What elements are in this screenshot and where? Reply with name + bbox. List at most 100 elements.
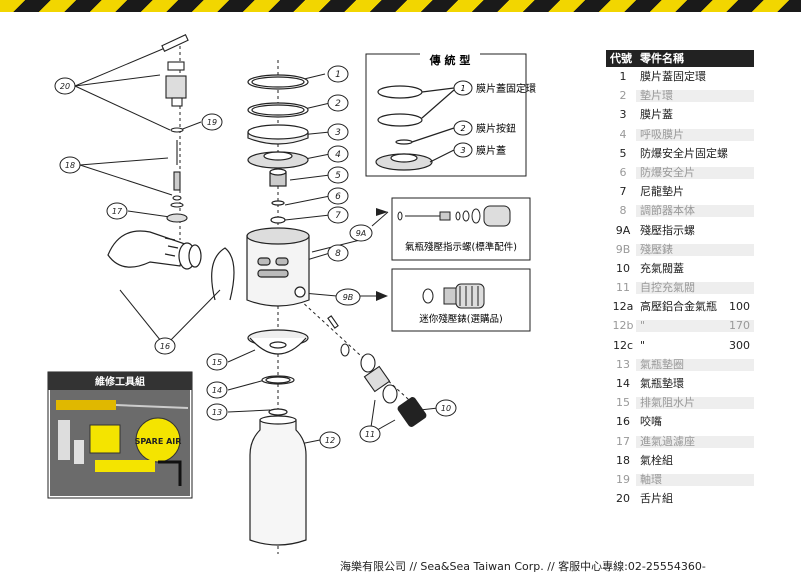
part-capacity: 100	[729, 300, 750, 314]
callout-2: 2	[335, 99, 341, 109]
part-name: 呼吸膜片	[640, 127, 684, 141]
part-number: 12c	[612, 338, 634, 352]
parts-list-header-code: 代號	[610, 52, 632, 65]
part-capacity: 300	[729, 338, 750, 352]
callout-9a: 9A	[356, 229, 367, 238]
callout-4: 4	[335, 150, 341, 160]
spare-air-logo: SPARE AIR	[135, 437, 182, 446]
standard-box-label: 氣瓶殘壓指示螺(標準配件)	[405, 241, 517, 253]
part-number: 19	[616, 472, 630, 486]
part-number: 12a	[612, 300, 634, 314]
callout-5: 5	[335, 171, 341, 181]
table-row: 19 軸環	[606, 470, 754, 489]
tool-kit-title: 維修工具組	[95, 375, 145, 388]
table-row: 18 氣栓組	[606, 451, 754, 470]
fill-valve-parts	[327, 315, 427, 427]
table-row: 16 咬嘴	[606, 412, 754, 431]
callout-12: 12	[325, 436, 335, 445]
callout-19: 19	[207, 118, 217, 127]
mini-gauge-box: 迷你殘壓錶(選購品)	[360, 268, 531, 332]
part-name: 氣栓組	[640, 453, 673, 467]
part-number: 12b	[612, 319, 634, 333]
parts-list-header-name: 零件名稱	[640, 52, 684, 65]
traditional-item-1-label: 膜片蓋固定環	[476, 82, 536, 95]
table-row: 2 墊片環	[606, 86, 754, 105]
part-number: 10	[616, 261, 630, 275]
traditional-callout-3: 3	[460, 146, 465, 155]
callout-9b: 9B	[343, 293, 354, 302]
standard-box: 氣瓶殘壓指示螺(標準配件)	[371, 197, 531, 261]
callout-8: 8	[335, 249, 341, 259]
part-number: 7	[619, 185, 627, 199]
table-row: 4 呼吸膜片	[606, 125, 754, 144]
callout-13: 13	[212, 408, 222, 417]
part-number: 3	[619, 108, 627, 122]
table-row: 14 氣瓶墊環	[606, 374, 754, 393]
part-name: 防爆安全片固定螺	[640, 146, 728, 160]
part-name: 氣瓶墊圈	[640, 357, 684, 371]
part-number: 18	[616, 453, 630, 467]
part-number: 6	[619, 165, 627, 179]
part-name: 膜片蓋	[640, 108, 673, 122]
table-row: 9A 殘壓指示螺	[606, 221, 754, 240]
traditional-box-title: 傳 統 型	[429, 53, 471, 67]
part-capacity: 170	[729, 319, 750, 333]
part-name: 高壓鋁合金氣瓶	[640, 300, 717, 314]
purge-assembly	[161, 34, 189, 223]
part-name: 殘壓錶	[640, 242, 673, 256]
part-name: 調節器本体	[640, 204, 695, 218]
diaphragm-parts	[247, 74, 309, 224]
callout-1: 1	[335, 70, 341, 80]
part-number: 11	[616, 281, 630, 295]
part-name: 墊片環	[640, 89, 673, 103]
part-number: 14	[616, 377, 630, 390]
parts-list-header: 代號零件名稱	[606, 50, 754, 67]
table-row: 12b " 170	[606, 316, 754, 335]
part-name: 舌片組	[640, 492, 673, 506]
part-name: 咬嘴	[640, 415, 662, 429]
part-number: 20	[616, 492, 630, 506]
callout-6: 6	[335, 192, 341, 202]
table-row: 12c"300	[606, 336, 754, 355]
part-number: 17	[616, 434, 630, 448]
part-name: 軸環	[640, 472, 662, 486]
mini-gauge-label: 迷你殘壓錶(選購品)	[419, 313, 502, 325]
traditional-item-3-label: 膜片蓋	[476, 144, 506, 157]
callout-11: 11	[365, 430, 375, 439]
traditional-type-box: 傳 統 型 1 2 3 膜片蓋固定環 膜片按鈕 膜片蓋	[365, 52, 536, 177]
table-row: 5 防爆安全片固定螺	[606, 144, 754, 163]
part-number: 4	[619, 127, 627, 141]
part-number: 16	[616, 415, 630, 429]
part-name: "	[640, 319, 646, 333]
table-row: 11 自控充氣閥	[606, 278, 754, 297]
callout-10: 10	[441, 404, 451, 413]
callout-3: 3	[335, 128, 341, 138]
part-number: 9A	[615, 223, 631, 237]
part-name: 自控充氣閥	[640, 281, 695, 295]
part-name: 殘壓指示螺	[640, 223, 695, 237]
part-number: 2	[619, 89, 627, 103]
traditional-item-2-label: 膜片按鈕	[476, 122, 516, 135]
exploded-diagram: 1 2 3 4 5 6 7 8 9A 9B 10 11 12 13 14 15 …	[47, 34, 536, 554]
part-name: 氣瓶墊環	[640, 377, 684, 390]
part-number: 9B	[615, 242, 631, 256]
callout-20: 20	[60, 82, 70, 91]
traditional-callout-2: 2	[460, 124, 465, 133]
callout-17: 17	[112, 207, 123, 216]
table-row: 12a 高壓鋁合金氣瓶 100	[606, 297, 754, 316]
part-number: 15	[616, 396, 630, 410]
callout-18: 18	[65, 161, 75, 170]
traditional-callout-1: 1	[460, 84, 465, 93]
callout-7: 7	[335, 211, 341, 221]
part-number: 5	[619, 146, 627, 160]
hazard-stripe-bar	[0, 0, 801, 12]
regulator-body	[246, 227, 310, 307]
table-row: 3 膜片蓋	[606, 105, 754, 124]
footer-contact: 海樂有限公司 // Sea&Sea Taiwan Corp. // 客服中心專線…	[340, 560, 706, 573]
part-number: 8	[619, 204, 627, 218]
